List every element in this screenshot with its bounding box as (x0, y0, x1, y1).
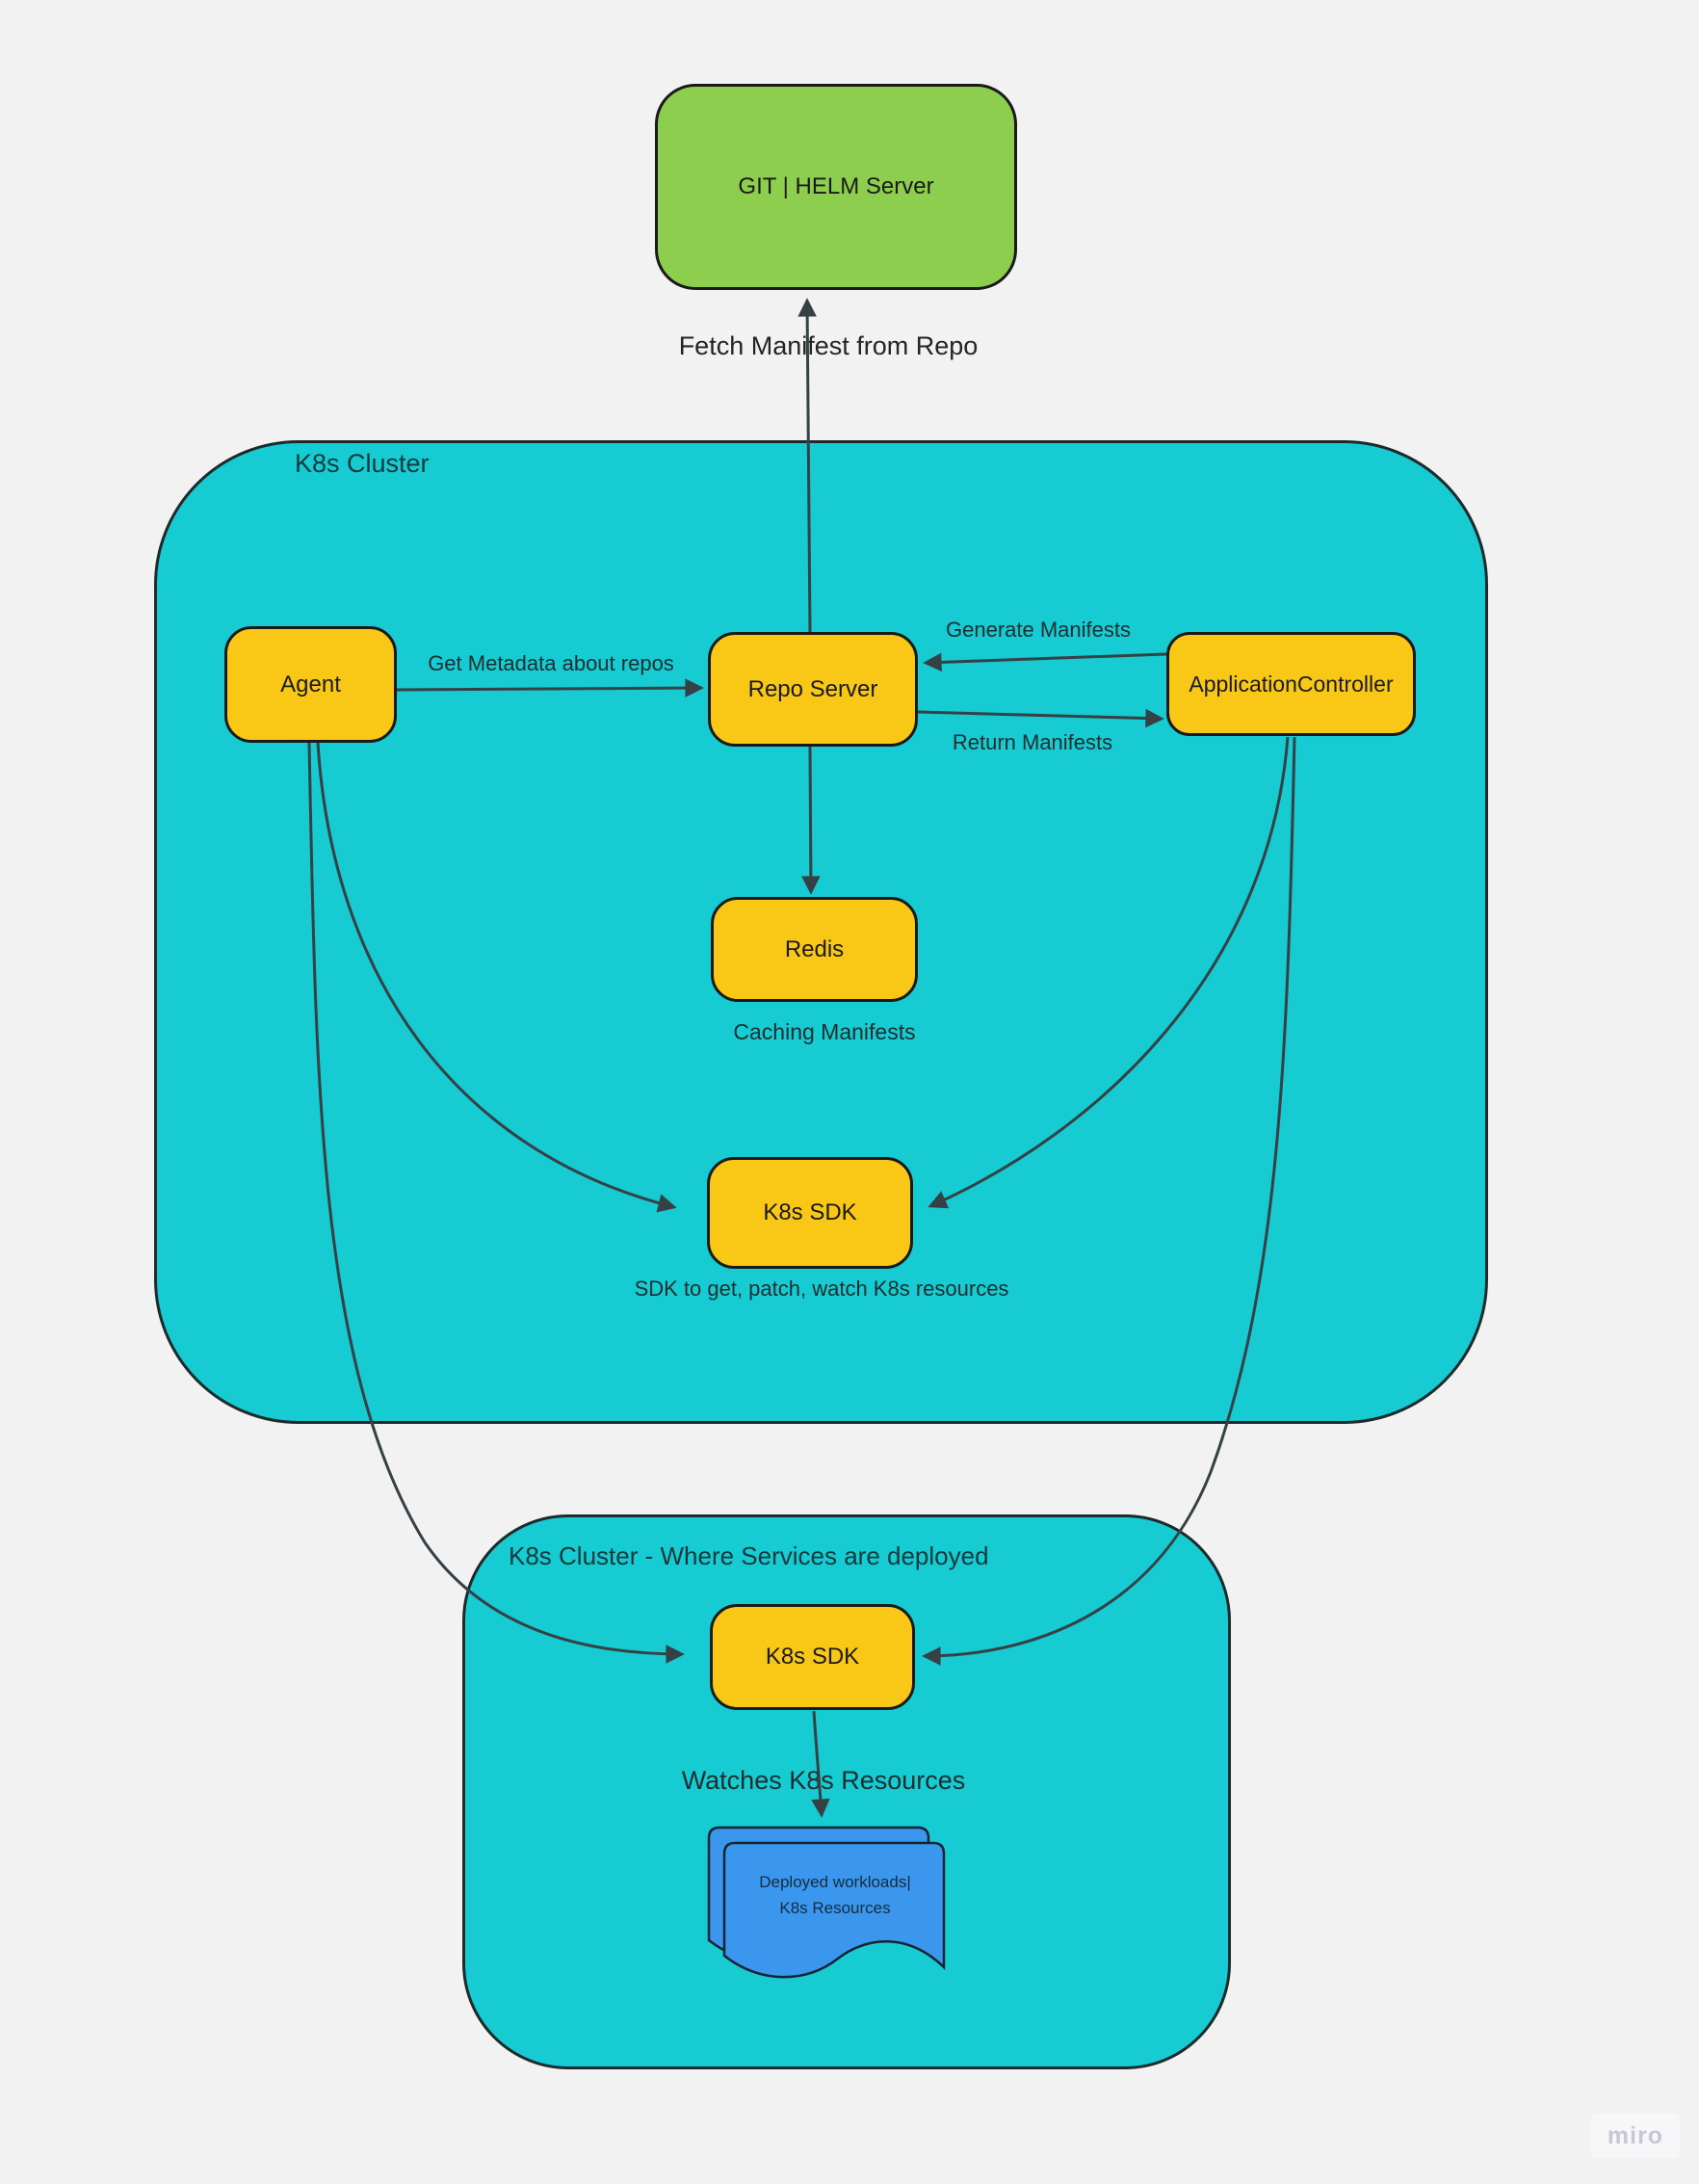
arrow-agent-to-sdk-deploy[interactable] (307, 742, 685, 1664)
node-k8s-sdk-deploy[interactable]: K8s SDK (710, 1604, 915, 1710)
label-watches[interactable]: Watches K8s Resources (681, 1766, 966, 1795)
label-generate-manifests[interactable]: Generate Manifests (946, 618, 1131, 642)
workloads-doc-label-line2: K8s Resources (779, 1899, 891, 1917)
node-redis[interactable]: Redis (711, 897, 918, 1002)
node-repo-server-label: Repo Server (747, 675, 878, 702)
node-git-helm-server[interactable]: GIT | HELM Server (655, 84, 1017, 290)
miro-watermark-label: miro (1607, 2121, 1664, 2149)
label-return-manifests[interactable]: Return Manifests (952, 730, 1113, 754)
arrow-sdk-deploy-to-workloads[interactable] (811, 1710, 830, 1818)
cluster-primary-title[interactable]: K8s Cluster (295, 449, 430, 478)
label-sdk-description[interactable]: SDK to get, patch, watch K8s resources (634, 1276, 1009, 1301)
node-application-controller-label: ApplicationController (1189, 671, 1394, 697)
arrow-repo-to-appcontroller[interactable] (917, 708, 1164, 728)
node-k8s-sdk-deploy-label: K8s SDK (765, 1644, 860, 1670)
arrow-appcontroller-to-sdk-primary[interactable] (928, 736, 1290, 1209)
node-agent-label: Agent (280, 671, 341, 697)
node-k8s-sdk-primary-label: K8s SDK (763, 1199, 857, 1225)
node-repo-server[interactable]: Repo Server (708, 632, 918, 747)
miro-watermark: miro (1591, 2114, 1680, 2158)
label-get-metadata[interactable]: Get Metadata about repos (428, 651, 674, 675)
label-fetch-manifest[interactable]: Fetch Manifest from Repo (678, 331, 979, 360)
node-application-controller[interactable]: ApplicationController (1166, 632, 1416, 736)
node-redis-label: Redis (784, 935, 845, 962)
arrow-agent-to-repo[interactable] (396, 678, 704, 697)
node-git-helm-label: GIT | HELM Server (738, 173, 934, 199)
cluster-deploy-title[interactable]: K8s Cluster - Where Services are deploye… (509, 1541, 989, 1570)
arrow-appcontroller-to-sdk-deploy[interactable] (922, 736, 1296, 1666)
node-agent[interactable]: Agent (224, 626, 397, 743)
arrow-appcontroller-to-repo[interactable] (923, 652, 1167, 672)
arrow-repo-to-git[interactable] (797, 298, 817, 633)
arrow-agent-to-sdk-primary[interactable] (316, 742, 677, 1213)
node-k8s-sdk-primary[interactable]: K8s SDK (707, 1157, 913, 1269)
workloads-doc-label-line1: Deployed workloads| (759, 1873, 911, 1891)
label-caching-manifests[interactable]: Caching Manifests (733, 1019, 916, 1044)
arrow-repo-to-redis[interactable] (801, 746, 821, 895)
